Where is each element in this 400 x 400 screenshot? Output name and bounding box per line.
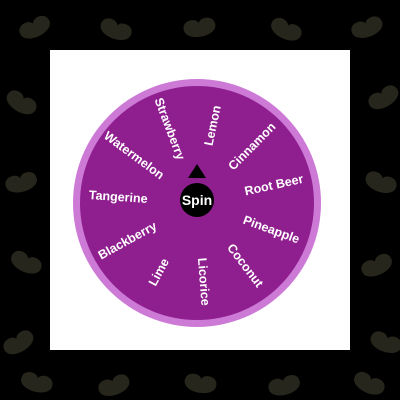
spin-button-label: Spin [182, 192, 212, 208]
jelly-bean-icon [19, 15, 50, 39]
wheel-segment-label: Licorice [195, 257, 213, 306]
jelly-bean-icon [6, 90, 37, 115]
spin-button-pointer [188, 164, 206, 178]
jelly-bean-icon [368, 85, 399, 110]
jelly-bean-icon [184, 373, 217, 394]
spin-button-body [180, 183, 214, 217]
spin-button[interactable]: Spin [180, 164, 214, 217]
jelly-bean-icon [98, 374, 130, 396]
jelly-bean-icon [183, 17, 216, 38]
jelly-bean-icon [370, 331, 400, 353]
jelly-bean-icon [11, 250, 42, 274]
jelly-bean-icon [3, 330, 34, 355]
wheel-segment-label: Tangerine [88, 188, 148, 206]
jelly-bean-icon [351, 16, 383, 38]
jelly-bean-icon [365, 171, 397, 193]
jelly-bean-icon [100, 18, 132, 40]
jelly-bean-icon [271, 17, 302, 41]
jelly-bean-icon [5, 172, 37, 193]
jelly-bean-icon [361, 253, 392, 277]
jelly-bean-icon [21, 372, 53, 393]
jelly-bean-icon [354, 371, 385, 395]
jelly-bean-icon [268, 375, 300, 396]
